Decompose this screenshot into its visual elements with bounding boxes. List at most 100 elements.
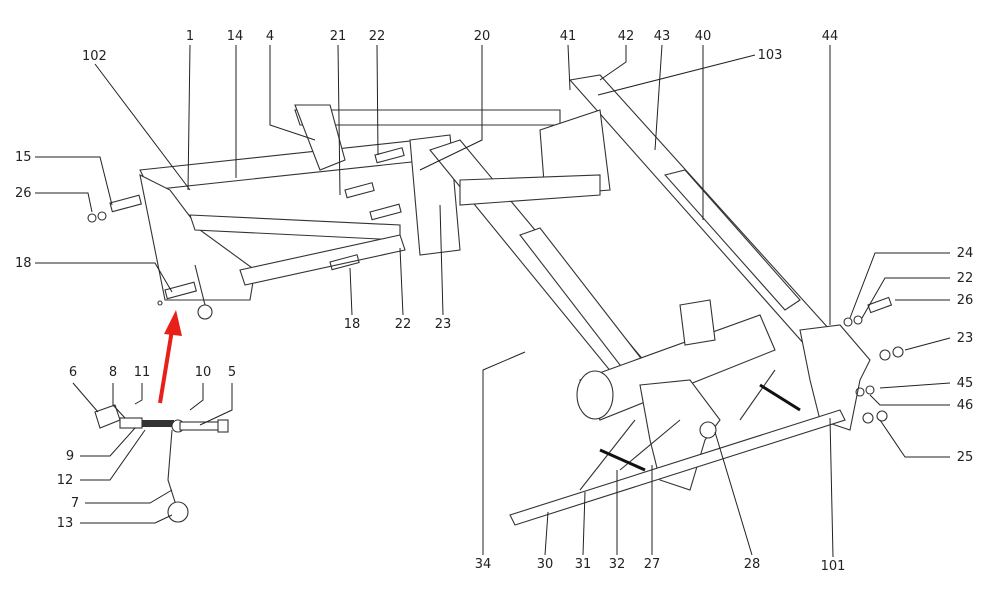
- right-bracket: [539, 109, 611, 196]
- leader-line: [189, 383, 204, 411]
- callout-label: 8: [109, 365, 117, 380]
- cross-tube-end: [576, 370, 614, 420]
- support-struts: [579, 369, 776, 491]
- leader-line: [80, 427, 136, 457]
- leader-line: [376, 44, 379, 156]
- callout-label: 31: [575, 557, 592, 572]
- callout-label: 18: [344, 317, 361, 332]
- callout-label: 46: [957, 398, 974, 413]
- leader-line: [419, 45, 483, 171]
- lower-link: [239, 234, 406, 286]
- leader-line: [199, 383, 233, 426]
- callout-label: 12: [57, 473, 74, 488]
- leader-line: [94, 63, 191, 191]
- callout-label: 103: [758, 48, 783, 63]
- leader-line: [879, 419, 950, 458]
- left-cylinder: [519, 227, 651, 379]
- leader-line: [861, 277, 950, 319]
- leader-line: [399, 247, 404, 316]
- leader-line: [582, 491, 586, 556]
- leader-line: [597, 54, 756, 96]
- pivot-pin: [699, 421, 717, 439]
- callout-label: 18: [15, 256, 32, 271]
- leader-line: [134, 383, 143, 405]
- callout-label: 26: [957, 293, 974, 308]
- callout-label: 102: [82, 49, 107, 64]
- callout-label: 34: [475, 557, 492, 572]
- callout-label: 22: [957, 271, 974, 286]
- leader-line: [349, 267, 353, 316]
- leader-line: [35, 192, 93, 213]
- leader-line: [112, 383, 126, 419]
- callout-label: 1: [186, 29, 194, 44]
- callout-label: 28: [744, 557, 761, 572]
- callout-label: 44: [822, 29, 839, 44]
- leader-line: [439, 204, 444, 316]
- callout-label: 4: [266, 29, 274, 44]
- left-pins: [87, 147, 405, 320]
- leader-line: [80, 429, 146, 481]
- lock-handle-assembly: [94, 404, 229, 523]
- support-chains: [599, 383, 801, 472]
- callout-label: 11: [134, 365, 151, 380]
- loader-frame-drawing: [87, 74, 904, 526]
- leader-line: [187, 44, 191, 191]
- leader-line: [654, 44, 663, 151]
- rear-crossbar: [459, 174, 601, 206]
- callout-label: 9: [66, 449, 74, 464]
- callout-label: 14: [227, 29, 244, 44]
- callout-label: 23: [957, 331, 974, 346]
- right-cylinder: [663, 169, 801, 311]
- leader-line: [829, 417, 834, 558]
- callout-label: 5: [228, 365, 236, 380]
- leader-line: [72, 382, 99, 413]
- leader-line: [599, 45, 627, 81]
- callout-label: 15: [15, 150, 32, 165]
- callout-label: 22: [395, 317, 412, 332]
- leader-line: [879, 382, 951, 389]
- highlight-arrow: [158, 310, 182, 404]
- leader-line: [567, 44, 571, 91]
- callout-label: 24: [957, 246, 974, 261]
- callout-label: 23: [435, 317, 452, 332]
- lower-frame-rail: [509, 409, 846, 526]
- upper-bracket: [294, 104, 346, 171]
- upper-crossbar: [139, 139, 431, 191]
- callout-label: 10: [195, 365, 212, 380]
- leader-line: [35, 156, 113, 206]
- callout-label: 101: [821, 559, 846, 574]
- callout-label: 42: [618, 29, 635, 44]
- callout-label: 25: [957, 450, 974, 465]
- leader-lines: [35, 44, 951, 558]
- callout-label: 21: [330, 29, 347, 44]
- callout-label: 41: [560, 29, 577, 44]
- leader-line: [714, 431, 753, 556]
- callout-label: 22: [369, 29, 386, 44]
- callout-label: 13: [57, 516, 74, 531]
- leader-line: [544, 511, 549, 556]
- right-bucket-bracket: [799, 324, 871, 431]
- callout-label: 6: [69, 365, 77, 380]
- leader-line: [849, 252, 950, 319]
- leader-line: [35, 262, 173, 293]
- callout-label: 20: [474, 29, 491, 44]
- callout-label: 43: [654, 29, 671, 44]
- leader-line: [337, 44, 341, 196]
- lower-left-brace: [189, 214, 401, 241]
- leader-line: [80, 514, 173, 524]
- right-pins: [843, 296, 904, 424]
- callout-label: 45: [957, 376, 974, 391]
- leader-line: [85, 489, 173, 504]
- callout-label: 27: [644, 557, 661, 572]
- leader-line: [869, 394, 950, 406]
- center-bracket: [679, 299, 716, 346]
- left-bracket: [139, 174, 256, 301]
- callout-label: 32: [609, 557, 626, 572]
- leader-line: [269, 45, 316, 141]
- callout-label: 7: [71, 496, 79, 511]
- callout-label: 26: [15, 186, 32, 201]
- callout-label: 40: [695, 29, 712, 44]
